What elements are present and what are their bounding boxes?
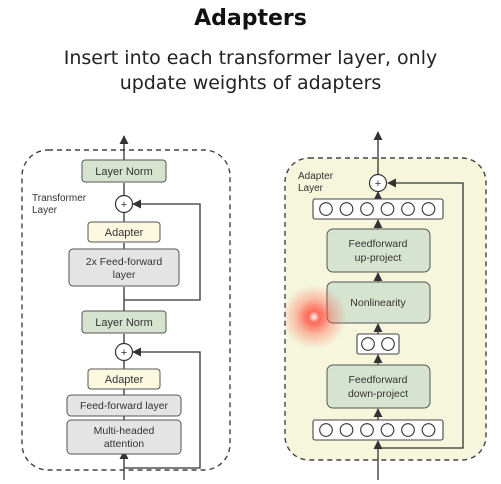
vector-unit bbox=[319, 423, 333, 437]
layer-norm-top-label: Layer Norm bbox=[95, 166, 152, 178]
plus-top-symbol: + bbox=[121, 199, 127, 211]
adapter-bottom-vector bbox=[312, 419, 444, 441]
adapter-plus-symbol: + bbox=[375, 178, 381, 190]
nonlinearity-label: Nonlinearity bbox=[350, 297, 406, 309]
transformer-layer-label-1: Transformer bbox=[32, 193, 87, 204]
vector-unit bbox=[381, 337, 395, 351]
adapter-bottom-box bbox=[87, 368, 161, 390]
adapter-layer-label-2: Layer bbox=[298, 183, 324, 194]
adapter-bottleneck-vector bbox=[356, 333, 400, 355]
feedforward-down-project-line1: Feedforward bbox=[349, 374, 408, 386]
page-title: Adapters bbox=[194, 6, 307, 31]
multi-headed-attention-line2: attention bbox=[104, 438, 144, 450]
vector-unit bbox=[421, 423, 436, 437]
vector-unit bbox=[360, 423, 374, 437]
multi-headed-attention-line1: Multi-headed bbox=[94, 425, 155, 437]
vector-unit bbox=[380, 423, 395, 437]
vector-unit bbox=[339, 202, 354, 216]
page-subtitle: Insert into each transformer layer, only… bbox=[0, 46, 501, 96]
adapter-plus-circle bbox=[368, 173, 388, 193]
feed-forward-2x-line2: layer bbox=[113, 269, 136, 281]
skip-connection-top bbox=[124, 199, 201, 301]
adapter-top-vector bbox=[312, 198, 444, 220]
feedforward-up-project-line2: up-project bbox=[355, 252, 402, 264]
feedforward-down-project-box bbox=[326, 364, 431, 409]
feed-forward-2x-box bbox=[68, 248, 180, 287]
transformer-layer-diagram: Transformer Layer Layer Norm + Adapter 2… bbox=[21, 135, 231, 480]
vector-unit bbox=[361, 337, 375, 351]
feedforward-up-project-line1: Feedforward bbox=[349, 238, 408, 250]
feedforward-down-project-line2: down-project bbox=[348, 388, 408, 400]
feed-forward-layer-box bbox=[66, 394, 182, 417]
layer-norm-mid-label: Layer Norm bbox=[95, 317, 152, 329]
feed-forward-layer-label: Feed-forward layer bbox=[80, 400, 169, 412]
plus-top-circle bbox=[114, 194, 134, 214]
vector-unit bbox=[339, 423, 354, 437]
skip-connection-bottom bbox=[124, 347, 201, 469]
subtitle-line-1: Insert into each transformer layer, only bbox=[63, 47, 438, 69]
vector-unit bbox=[319, 202, 333, 216]
vector-unit bbox=[421, 202, 436, 216]
multi-headed-attention-box bbox=[66, 419, 182, 455]
vector-unit bbox=[360, 202, 374, 216]
plus-bottom-symbol: + bbox=[121, 347, 127, 359]
adapter-top-box bbox=[87, 221, 161, 243]
laser-pointer-highlight bbox=[282, 285, 346, 349]
adapter-layer-label-1: Adapter bbox=[298, 171, 334, 182]
adapter-skip-connection bbox=[378, 178, 464, 449]
transformer-layer-label-2: Layer bbox=[32, 205, 58, 216]
subtitle-line-2: update weights of adapters bbox=[119, 72, 382, 94]
adapter-top-label: Adapter bbox=[105, 227, 144, 239]
feed-forward-2x-line1: 2x Feed-forward bbox=[86, 256, 163, 268]
adapter-layer-diagram: Adapter Layer + Feedforward up-project N bbox=[284, 131, 487, 480]
plus-bottom-circle bbox=[114, 342, 134, 362]
adapter-bottom-label: Adapter bbox=[105, 374, 144, 386]
layer-norm-top-box bbox=[81, 159, 167, 183]
feedforward-up-project-box bbox=[326, 228, 431, 273]
layer-norm-mid-box bbox=[81, 310, 167, 334]
vector-unit bbox=[401, 423, 415, 437]
vector-unit bbox=[380, 202, 395, 216]
vector-unit bbox=[401, 202, 415, 216]
